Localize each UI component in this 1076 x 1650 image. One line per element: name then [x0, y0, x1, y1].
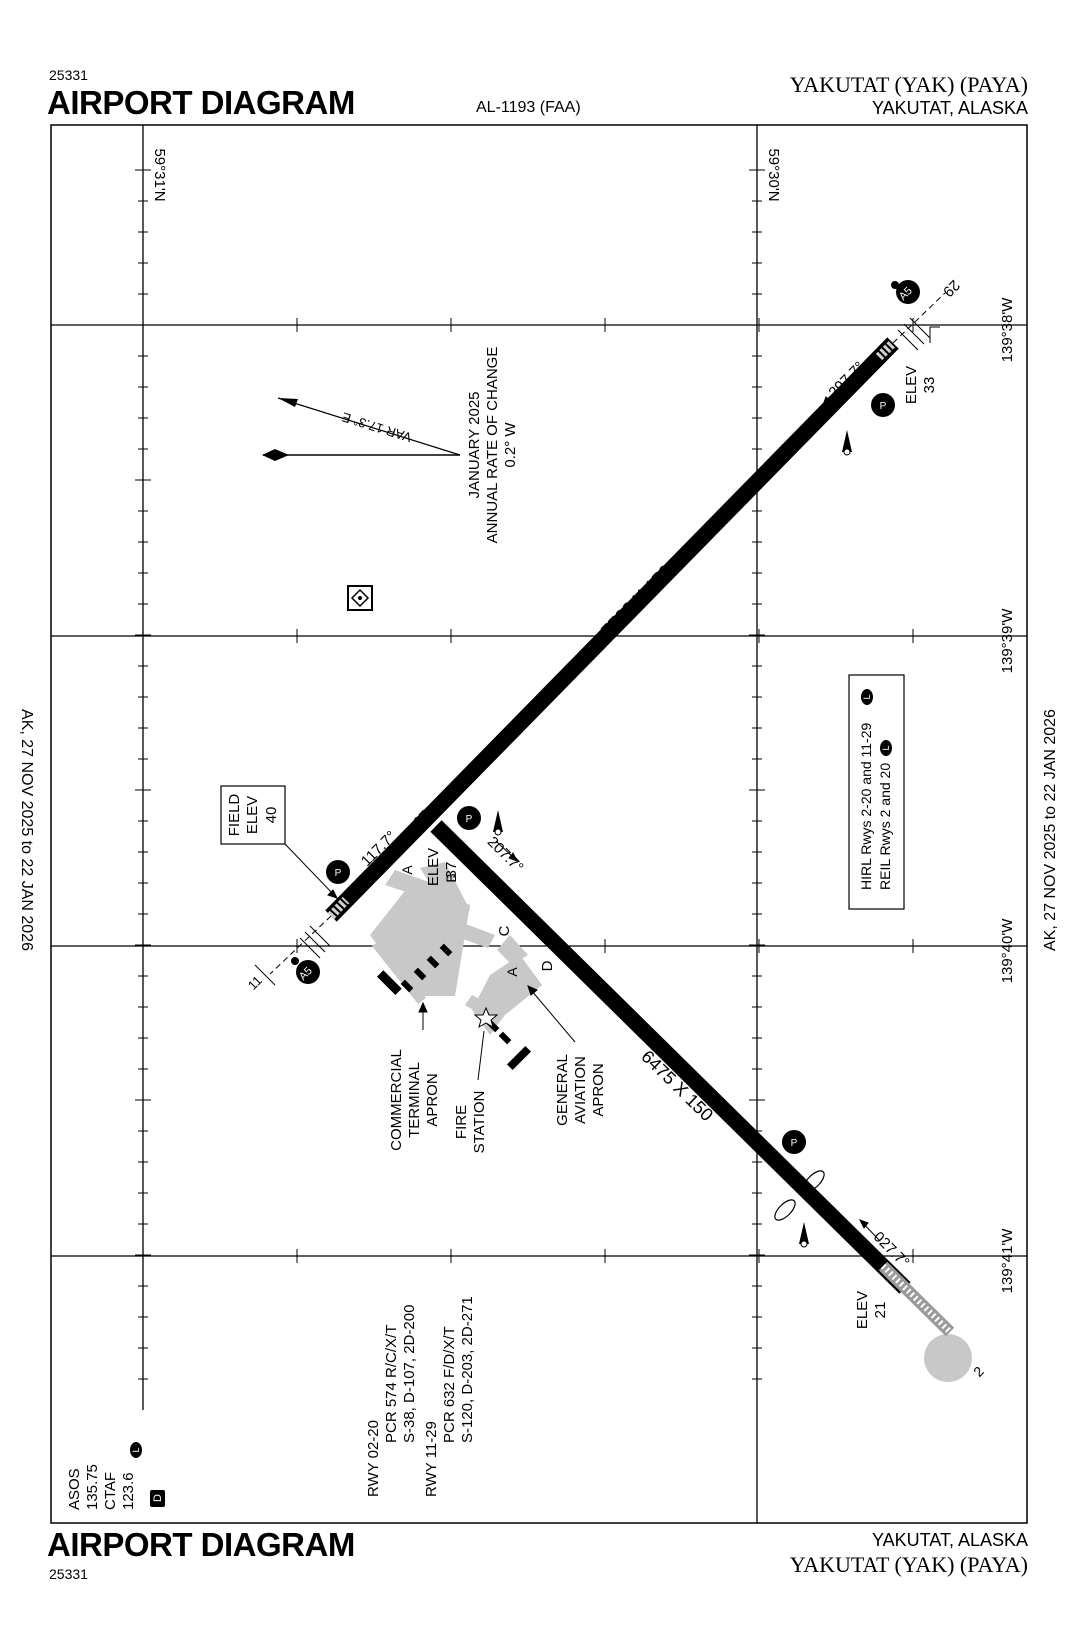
taxiway-d-label: D: [539, 960, 556, 971]
graticule: [51, 125, 1027, 1523]
effective-dates-left: AK, 27 NOV 2025 to 22 JAN 2026: [18, 709, 35, 951]
fire-station-icon: [473, 1006, 499, 1081]
page-title-bottom: AIRPORT DIAGRAM: [47, 1526, 355, 1563]
pcr-rwy-11-29: RWY 11-29: [423, 1421, 440, 1497]
taxiway-b-label: B: [443, 873, 459, 882]
runway-2-20[interactable]: [325, 337, 899, 922]
lon-label-139-39: 139°39'W: [999, 608, 1016, 674]
d-symbol-icon: [150, 1490, 165, 1507]
runway-29-number: 29: [939, 276, 963, 300]
runway-2-20-dimensions: 7732 X 150: [597, 561, 676, 641]
runway-11-29[interactable]: [430, 820, 911, 1294]
runway-11-number: 11: [245, 973, 265, 993]
pcr-rwy-11-29-loads: S-120, D-203, 2D-271: [459, 1296, 476, 1443]
taxiway-a-b-connector: [385, 870, 440, 900]
windsock-icon: [774, 1170, 825, 1221]
pcr-rwy-11-29-value: PCR 632 F/D/X/T: [441, 1326, 458, 1443]
lighting-l-label-1: L: [862, 694, 872, 699]
field-elev-leader: [284, 843, 338, 899]
papi-label-4: P: [791, 1138, 798, 1149]
beacon-icon: [347, 585, 373, 611]
approach-light-icon: [291, 280, 920, 984]
papi-label-2: P: [466, 814, 473, 825]
ga-label-1: GENERAL: [554, 1054, 571, 1126]
lighting-note-1: HIRL Rwys 2-20 and 11-29: [858, 722, 874, 890]
mag-var-date: JANUARY 2025: [466, 391, 483, 498]
map-frame: [50, 124, 1028, 1524]
taxiway-c: [449, 920, 495, 948]
city-top: YAKUTAT, ALASKA: [871, 98, 1028, 118]
runway-11-elev-label: ELEV: [425, 848, 442, 886]
lighting-l-label-3: L: [131, 1447, 141, 1452]
fire-label-2: STATION: [471, 1091, 488, 1154]
lon-label-139-40: 139°40'W: [999, 918, 1016, 984]
airport-name-top: YAKUTAT (YAK) (PAYA): [789, 72, 1028, 97]
ga-label-3: APRON: [590, 1063, 607, 1116]
approach-lights: [254, 292, 946, 986]
pcr-rwy-02-20-value: PCR 574 R/C/X/T: [383, 1325, 400, 1443]
mag-var-text: VAR 17.3° E: [340, 409, 414, 445]
ga-leader: [527, 985, 576, 1043]
asos-label: ASOS: [66, 1468, 83, 1510]
runway-2-number: 2: [970, 1363, 987, 1380]
field-elev-line2: ELEV: [244, 796, 261, 834]
taxiway-c-label: C: [496, 925, 513, 936]
d-symbol-label: D: [152, 1494, 164, 1502]
field-elev-box: [220, 785, 286, 845]
page-title-top: AIRPORT DIAGRAM: [47, 84, 355, 121]
asos-freq: 135.75: [84, 1464, 101, 1510]
taxiway-a-label-1: A: [399, 865, 415, 875]
airport-name-bottom: YAKUTAT (YAK) (PAYA): [789, 1552, 1028, 1577]
runway-2-overrun-area: [924, 1334, 972, 1382]
chart-number-bottom: 25331: [49, 1566, 88, 1582]
commercial-leader: [418, 1001, 428, 1030]
runway-end-markings: [327, 339, 955, 1337]
lighting-l-label-2: L: [881, 745, 891, 750]
commercial-label-3: APRON: [424, 1073, 441, 1126]
effective-dates-right: AK, 27 NOV 2025 to 22 JAN 2026: [1042, 709, 1059, 951]
pcr-rwy-02-20: RWY 02-20: [365, 1420, 382, 1497]
taxiway-a-label-2: A: [504, 967, 520, 977]
commercial-label-1: COMMERCIAL: [388, 1049, 405, 1151]
field-elev-value: 40: [263, 807, 280, 824]
mag-var-rate-value: 0.2° W: [502, 422, 519, 468]
ga-label-2: AVIATION: [572, 1056, 589, 1124]
pcr-rwy-02-20-loads: S-38, D-107, 2D-200: [401, 1305, 418, 1443]
fire-label-1: FIRE: [453, 1105, 470, 1139]
chart-id: AL-1193 (FAA): [476, 99, 581, 116]
lighting-note-2: REIL Rwys 2 and 20: [877, 763, 893, 890]
city-bottom: YAKUTAT, ALASKA: [871, 1530, 1028, 1550]
lighting-note-box: [848, 674, 905, 910]
runway-29-elev-value: 33: [921, 377, 938, 394]
lat-label-59-30: 59°30'N: [765, 148, 782, 201]
runway-11-elev-value: 37: [443, 862, 460, 879]
ctaf-label: CTAF: [102, 1472, 119, 1510]
ctaf-freq: 123.6: [120, 1472, 137, 1510]
heading-arrows: [495, 384, 881, 1242]
papi-label-3: P: [880, 401, 887, 412]
lat-label-59-31: 59°31'N: [151, 148, 168, 201]
mag-var-rate: ANNUAL RATE OF CHANGE: [484, 347, 501, 544]
papi-icon: [326, 393, 895, 1154]
field-elev-line1: FIELD: [226, 794, 243, 837]
lon-label-139-41: 139°41'W: [999, 1228, 1016, 1294]
chart-number-top: 25331: [49, 67, 88, 83]
taxiway-d: [497, 935, 528, 965]
lighting-l-icon: [130, 689, 892, 1458]
runway-29-elev-label: ELEV: [903, 366, 920, 404]
runway-2-elev-value: 21: [872, 1302, 889, 1319]
wind-indicator-icons: [493, 430, 852, 1248]
graticule-ticks: [135, 169, 914, 1380]
commercial-label-2: TERMINAL: [406, 1062, 423, 1138]
runway-2-elev-label: ELEV: [854, 1291, 871, 1329]
magnetic-variation-arrow: [262, 397, 461, 461]
papi-label-1: P: [335, 868, 342, 879]
lon-label-139-38: 139°38'W: [999, 297, 1016, 363]
